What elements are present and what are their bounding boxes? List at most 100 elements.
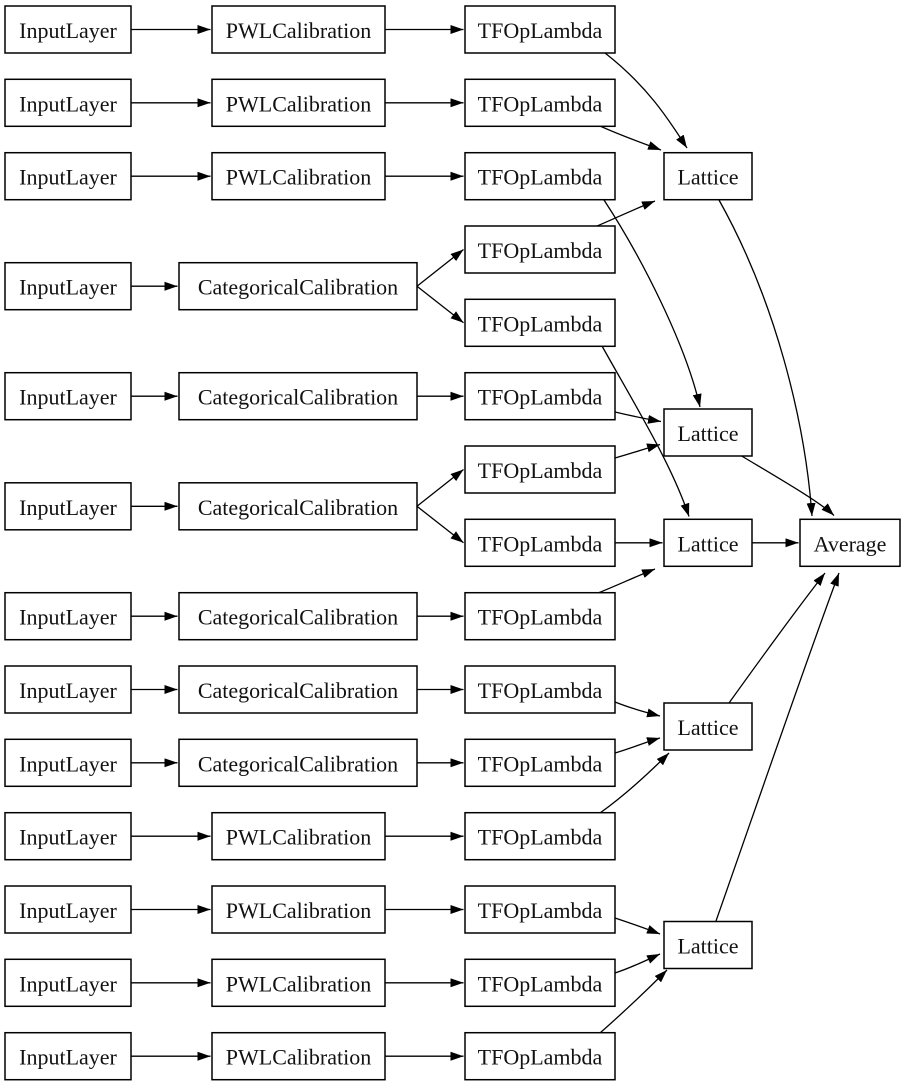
node-label: CategoricalCalibration — [198, 751, 398, 776]
node-pwl3: PWLCalibration — [211, 151, 386, 201]
edge-cat1-to-t4b — [416, 285, 464, 324]
node-label: TFOpLambda — [478, 91, 603, 116]
node-label: Lattice — [677, 934, 738, 959]
edge-t5-to-lat2 — [614, 411, 662, 424]
node-label: TFOpLambda — [478, 385, 603, 410]
node-t6b: TFOpLambda — [464, 518, 616, 568]
node-label: TFOpLambda — [478, 18, 603, 43]
node-label: Lattice — [677, 165, 738, 190]
node-lat1: Lattice — [663, 151, 753, 201]
node-label: TFOpLambda — [478, 1045, 603, 1070]
node-t5: TFOpLambda — [464, 371, 616, 421]
node-t9: TFOpLambda — [464, 738, 616, 788]
node-label: TFOpLambda — [478, 605, 603, 630]
edge-t9-to-lat4 — [614, 737, 661, 754]
node-in1: InputLayer — [4, 5, 132, 54]
edge-lat4-to-avg — [728, 572, 826, 704]
node-label: PWLCalibration — [226, 165, 371, 190]
node-cat5: CategoricalCalibration — [178, 665, 418, 714]
inputlayer-box — [4, 261, 132, 311]
edge-t12-to-lat5 — [614, 953, 661, 974]
node-label: PWLCalibration — [226, 971, 371, 996]
tfoplambda-box — [464, 151, 616, 201]
edge-t4b-to-lat3 — [601, 345, 690, 517]
node-t1: TFOpLambda — [464, 5, 616, 54]
inputlayer-box — [4, 482, 132, 531]
tfoplambda-box — [464, 445, 616, 494]
node-t7: TFOpLambda — [464, 591, 616, 641]
node-in10: InputLayer — [4, 811, 132, 861]
node-label: CategoricalCalibration — [198, 495, 398, 520]
node-t3: TFOpLambda — [464, 151, 616, 201]
node-label: TFOpLambda — [478, 971, 603, 996]
node-label: CategoricalCalibration — [198, 385, 398, 410]
node-label: InputLayer — [19, 751, 117, 776]
node-in6: InputLayer — [4, 482, 132, 531]
node-in11: InputLayer — [4, 885, 132, 934]
node-label: Lattice — [677, 421, 738, 446]
node-label: TFOpLambda — [478, 898, 603, 923]
edge-lat2-to-avg — [739, 454, 835, 516]
edge-t11-to-lat5 — [614, 917, 661, 935]
tfoplambda-box — [464, 298, 616, 348]
node-t10: TFOpLambda — [464, 811, 616, 861]
lattice-box — [663, 920, 753, 970]
node-label: TFOpLambda — [478, 458, 603, 483]
inputlayer-box — [4, 958, 132, 1008]
node-label: InputLayer — [19, 825, 117, 850]
node-label: CategoricalCalibration — [198, 678, 398, 703]
edge-t1-to-lat1 — [604, 52, 688, 149]
node-label: TFOpLambda — [478, 238, 603, 263]
node-label: InputLayer — [19, 385, 117, 410]
node-label: PWLCalibration — [226, 18, 371, 43]
node-lat2: Lattice — [663, 408, 753, 457]
node-lat4: Lattice — [663, 702, 753, 751]
edge-t2-to-lat1 — [599, 125, 662, 151]
edge-lat5-to-avg — [715, 572, 840, 922]
node-t12: TFOpLambda — [464, 958, 616, 1008]
node-label: PWLCalibration — [226, 91, 371, 116]
edge-t8-to-lat4 — [614, 701, 661, 718]
node-lat3: Lattice — [663, 518, 753, 568]
node-label: PWLCalibration — [226, 898, 371, 923]
node-pwl4: PWLCalibration — [211, 811, 386, 861]
tfoplambda-box — [464, 371, 616, 421]
tfoplambda-box — [464, 518, 616, 568]
pwlcalibration-box — [211, 78, 386, 128]
node-pwl7: PWLCalibration — [211, 1031, 386, 1081]
pwlcalibration-box — [211, 958, 386, 1008]
node-pwl5: PWLCalibration — [211, 885, 386, 934]
node-pwl1: PWLCalibration — [211, 5, 386, 54]
node-pwl2: PWLCalibration — [211, 78, 386, 128]
node-label: InputLayer — [19, 971, 117, 996]
node-label: Lattice — [677, 715, 738, 740]
node-cat3: CategoricalCalibration — [178, 482, 418, 531]
node-in5: InputLayer — [4, 371, 132, 421]
inputlayer-box — [4, 665, 132, 714]
edge-t13-to-lat5 — [599, 969, 668, 1034]
node-in2: InputLayer — [4, 78, 132, 128]
edge-t3-to-lat2 — [603, 199, 702, 408]
edge-layer — [131, 25, 840, 1061]
node-label: PWLCalibration — [226, 825, 371, 850]
node-in3: InputLayer — [4, 151, 132, 201]
node-t8: TFOpLambda — [464, 665, 616, 714]
inputlayer-box — [4, 885, 132, 934]
node-label: InputLayer — [19, 605, 117, 630]
node-in4: InputLayer — [4, 261, 132, 311]
edge-t6a-to-lat2 — [614, 443, 661, 459]
node-in13: InputLayer — [4, 1031, 132, 1081]
edge-t7-to-lat3 — [597, 568, 656, 594]
edge-cat3-to-t6b — [416, 505, 464, 544]
node-cat6: CategoricalCalibration — [178, 738, 418, 788]
node-label: TFOpLambda — [478, 678, 603, 703]
node-cat4: CategoricalCalibration — [178, 591, 418, 641]
node-label: CategoricalCalibration — [198, 275, 398, 300]
inputlayer-box — [4, 738, 132, 788]
pwlcalibration-box — [211, 5, 386, 54]
categoricalcalibration-box — [178, 261, 418, 311]
node-label: TFOpLambda — [478, 531, 603, 556]
node-in9: InputLayer — [4, 738, 132, 788]
inputlayer-box — [4, 151, 132, 201]
